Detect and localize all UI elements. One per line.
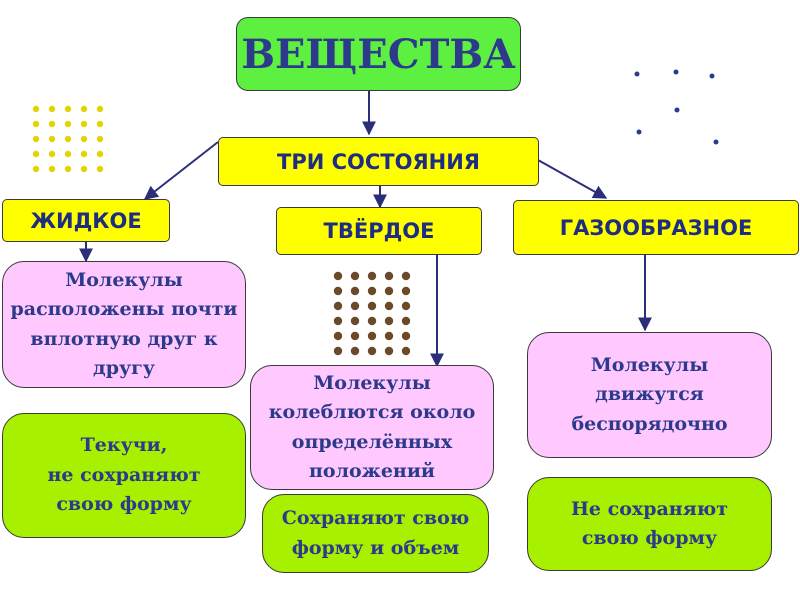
gas-particle — [634, 71, 640, 77]
liquid-particle — [32, 150, 40, 158]
liquid-particles-illustration — [32, 105, 104, 173]
liquid-particle — [96, 105, 104, 113]
gas-molecules-description: Молекулы движутся беспорядочно — [527, 332, 772, 458]
solid-particle — [333, 346, 343, 356]
liquid-particle — [32, 165, 40, 173]
solid-particle — [367, 346, 377, 356]
solid-particle — [350, 271, 360, 281]
solid-particle — [350, 286, 360, 296]
solid-particle — [333, 286, 343, 296]
solid-particle — [401, 316, 411, 326]
solid-particle — [350, 346, 360, 356]
solid-particle — [333, 271, 343, 281]
liquid-molecules-description: Молекулы расположены почти вплотную друг… — [2, 261, 246, 388]
arrow-states-to-liquid — [143, 141, 219, 200]
solid-particle — [350, 316, 360, 326]
solid-particle — [367, 301, 377, 311]
liquid-particle — [64, 105, 72, 113]
solid-particles-illustration — [333, 271, 411, 356]
liquid-particle — [96, 120, 104, 128]
solid-molecules-description: Молекулы колеблются около определённых п… — [250, 365, 494, 490]
liquid-particle — [96, 150, 104, 158]
solid-particle — [367, 316, 377, 326]
solid-particle — [367, 286, 377, 296]
solid-particle — [384, 271, 394, 281]
liquid-particle — [64, 150, 72, 158]
solid-particle — [384, 316, 394, 326]
liquid-particle — [32, 135, 40, 143]
liquid-property: Текучи, не сохраняют свою форму — [2, 413, 246, 538]
solid-particle — [401, 346, 411, 356]
solid-label: ТВЁРДОЕ — [276, 207, 482, 255]
solid-particle — [401, 301, 411, 311]
liquid-particle — [48, 150, 56, 158]
solid-particle — [367, 331, 377, 341]
gas-particle — [674, 107, 680, 113]
solid-particle — [333, 316, 343, 326]
liquid-particle — [80, 120, 88, 128]
liquid-particle — [96, 165, 104, 173]
solid-particle — [401, 331, 411, 341]
liquid-particle — [48, 105, 56, 113]
solid-particle — [384, 331, 394, 341]
liquid-particle — [80, 135, 88, 143]
solid-particle — [350, 301, 360, 311]
solid-particle — [350, 331, 360, 341]
liquid-particle — [96, 135, 104, 143]
gas-particle — [709, 73, 715, 79]
liquid-particle — [64, 135, 72, 143]
gas-particle — [673, 69, 679, 75]
solid-particle — [384, 301, 394, 311]
gas-particle — [636, 129, 642, 135]
liquid-particle — [80, 165, 88, 173]
liquid-particle — [32, 105, 40, 113]
solid-particle — [401, 286, 411, 296]
solid-particle — [384, 286, 394, 296]
gas-particles-illustration — [634, 69, 719, 145]
arrow-states-to-gas — [537, 159, 608, 199]
liquid-particle — [64, 165, 72, 173]
liquid-particle — [64, 120, 72, 128]
liquid-particle — [32, 120, 40, 128]
solid-particle — [333, 331, 343, 341]
solid-particle — [367, 271, 377, 281]
gas-particle — [713, 139, 719, 145]
gas-property: Не сохраняют свою форму — [527, 477, 772, 571]
solid-particle — [401, 271, 411, 281]
page-title: ВЕЩЕСТВА — [236, 17, 521, 91]
liquid-particle — [80, 105, 88, 113]
gas-label: ГАЗООБРАЗНОЕ — [513, 200, 799, 255]
liquid-particle — [48, 120, 56, 128]
liquid-label: ЖИДКОЕ — [2, 199, 170, 242]
states-header: ТРИ СОСТОЯНИЯ — [218, 137, 539, 186]
solid-particle — [333, 301, 343, 311]
solid-particle — [384, 346, 394, 356]
solid-property: Сохраняют свою форму и объем — [262, 494, 489, 573]
liquid-particle — [48, 135, 56, 143]
liquid-particle — [80, 150, 88, 158]
liquid-particle — [48, 165, 56, 173]
